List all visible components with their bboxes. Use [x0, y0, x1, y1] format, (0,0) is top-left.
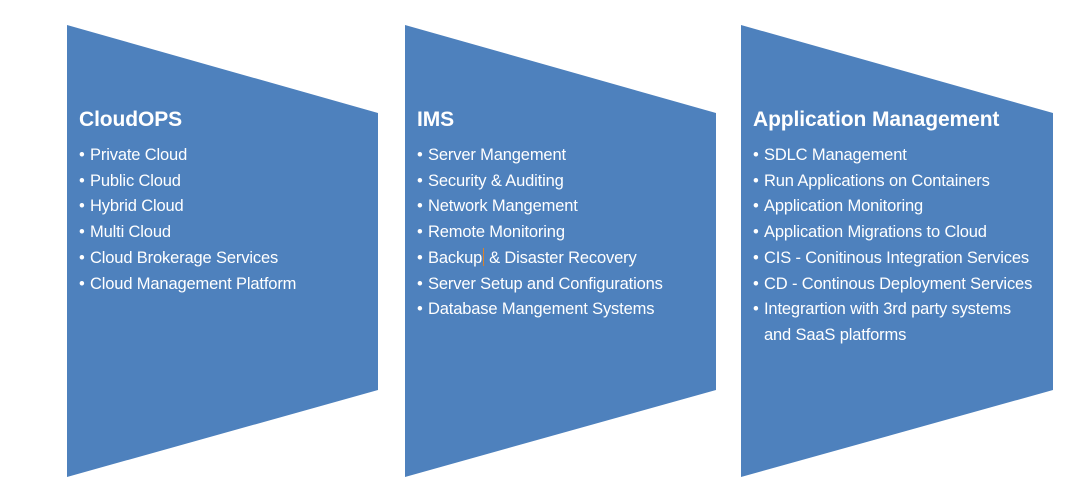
list-item: Server Setup and Configurations	[417, 272, 733, 298]
panel-ims[interactable]: IMS Server Mangement Security & Auditing…	[393, 0, 733, 500]
bullet-list-cloudops: Private Cloud Public Cloud Hybrid Cloud …	[79, 143, 395, 297]
list-item: Cloud Management Platform	[79, 272, 395, 298]
bullet-list-ims: Server Mangement Security & Auditing Net…	[417, 143, 733, 323]
list-item: Cloud Brokerage Services	[79, 246, 395, 272]
panel-application-management[interactable]: Application Management SDLC Management R…	[729, 0, 1074, 500]
panel-title-application-management: Application Management	[753, 108, 1000, 131]
list-item: Security & Auditing	[417, 169, 733, 195]
list-item-with-caret: Backup & Disaster Recovery	[417, 246, 733, 272]
list-item-text-after-caret: & Disaster Recovery	[484, 248, 637, 267]
list-item: CIS - Conitinous Integration Services	[753, 246, 1039, 272]
list-item: CD - Continous Deployment Services	[753, 272, 1039, 298]
panel-content-ims: IMS Server Mangement Security & Auditing…	[393, 0, 733, 323]
list-item: Remote Monitoring	[417, 220, 733, 246]
list-item: Private Cloud	[79, 143, 395, 169]
list-item: Application Migrations to Cloud	[753, 220, 1039, 246]
text-caret-icon	[482, 247, 485, 266]
list-item: SDLC Management	[753, 143, 1039, 169]
panel-content-application-management: Application Management SDLC Management R…	[729, 0, 1074, 349]
panel-title-ims: IMS	[417, 108, 455, 131]
list-item-text-before-caret: Backup	[428, 248, 483, 267]
panel-title-cloudops: CloudOPS	[79, 108, 183, 131]
bullet-list-application-management: SDLC Management Run Applications on Cont…	[753, 143, 1074, 349]
list-item: Integrartion with 3rd party systems and …	[753, 297, 1039, 348]
panel-cloudops[interactable]: CloudOPS Private Cloud Public Cloud Hybr…	[55, 0, 395, 500]
list-item: Server Mangement	[417, 143, 733, 169]
panel-content-cloudops: CloudOPS Private Cloud Public Cloud Hybr…	[55, 0, 395, 297]
list-item: Public Cloud	[79, 169, 395, 195]
list-item: Application Monitoring	[753, 194, 1039, 220]
list-item: Multi Cloud	[79, 220, 395, 246]
list-item: Network Mangement	[417, 194, 733, 220]
list-item: Hybrid Cloud	[79, 194, 395, 220]
list-item: Run Applications on Containers	[753, 169, 1039, 195]
list-item: Database Mangement Systems	[417, 297, 733, 323]
